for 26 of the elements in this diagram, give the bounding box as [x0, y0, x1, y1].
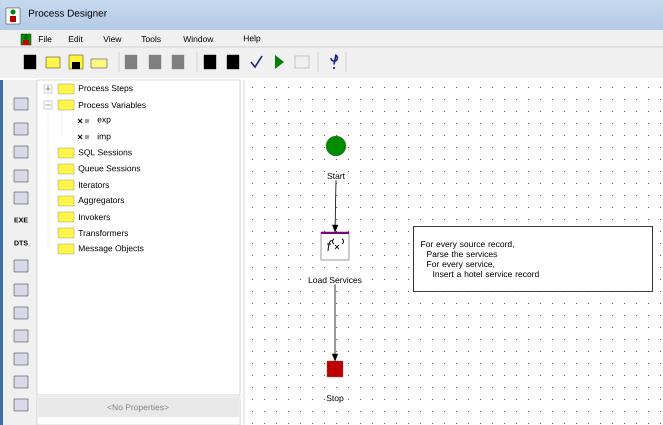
tree-item: SQL Sessions [78, 149, 132, 157]
menu-item: Window [183, 36, 214, 42]
tree-item: imp [98, 133, 111, 141]
menu-item: View [103, 36, 122, 42]
tree-item: Transformers [78, 230, 128, 236]
function-step-box [320, 232, 350, 260]
menu-item: Tools [141, 36, 161, 42]
tree-item: Queue Sessions [78, 165, 140, 173]
tree-item: Message Objects [78, 245, 144, 253]
step-label: Load Services [308, 276, 362, 284]
stop-square [326, 360, 344, 378]
start-circle [326, 136, 346, 156]
note-box: For every source record, Parse the services For every service, Insert a hotel service record [413, 226, 653, 292]
window-title: Process Designer [29, 9, 107, 19]
tree-item: exp [98, 118, 111, 124]
tree-item: Aggregators [78, 197, 124, 205]
tree-item: Iterators [79, 182, 110, 188]
menu-item: File [38, 36, 52, 42]
step-label: Stop [326, 395, 344, 403]
panel-header: <No Properties> [107, 404, 169, 412]
menu-item: Edit [68, 36, 83, 42]
step-label: Start [327, 173, 345, 179]
tree-item: Process Variables [78, 102, 146, 108]
tree-item: Process Steps [78, 85, 133, 93]
tree-item: Invokers [79, 214, 110, 220]
menu-item: Help [244, 35, 260, 43]
